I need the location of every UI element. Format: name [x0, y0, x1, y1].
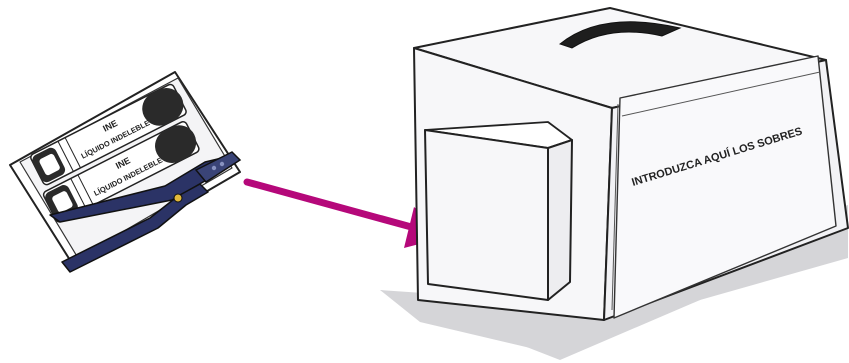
ballot-box-icon: INTRODUZCA AQUÍ LOS SOBRES — [380, 8, 848, 360]
indelible-ink-kit-icon: INE LÍQUIDO INDELEBLE INE LÍQUIDO INDELE… — [10, 72, 240, 272]
